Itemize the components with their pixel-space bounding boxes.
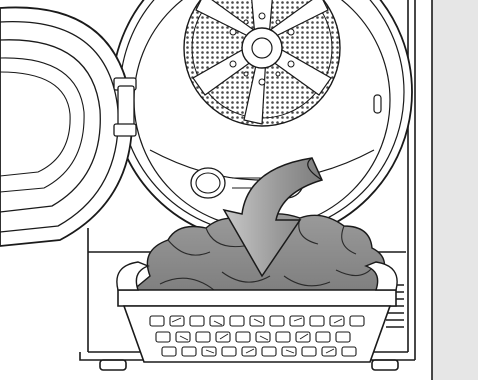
down-arrow-icon: [222, 157, 324, 278]
laundry-basket-icon: [116, 261, 398, 363]
side-panel: [432, 0, 478, 380]
open-door-icon: [0, 6, 137, 247]
drum-icon: [111, 0, 413, 243]
